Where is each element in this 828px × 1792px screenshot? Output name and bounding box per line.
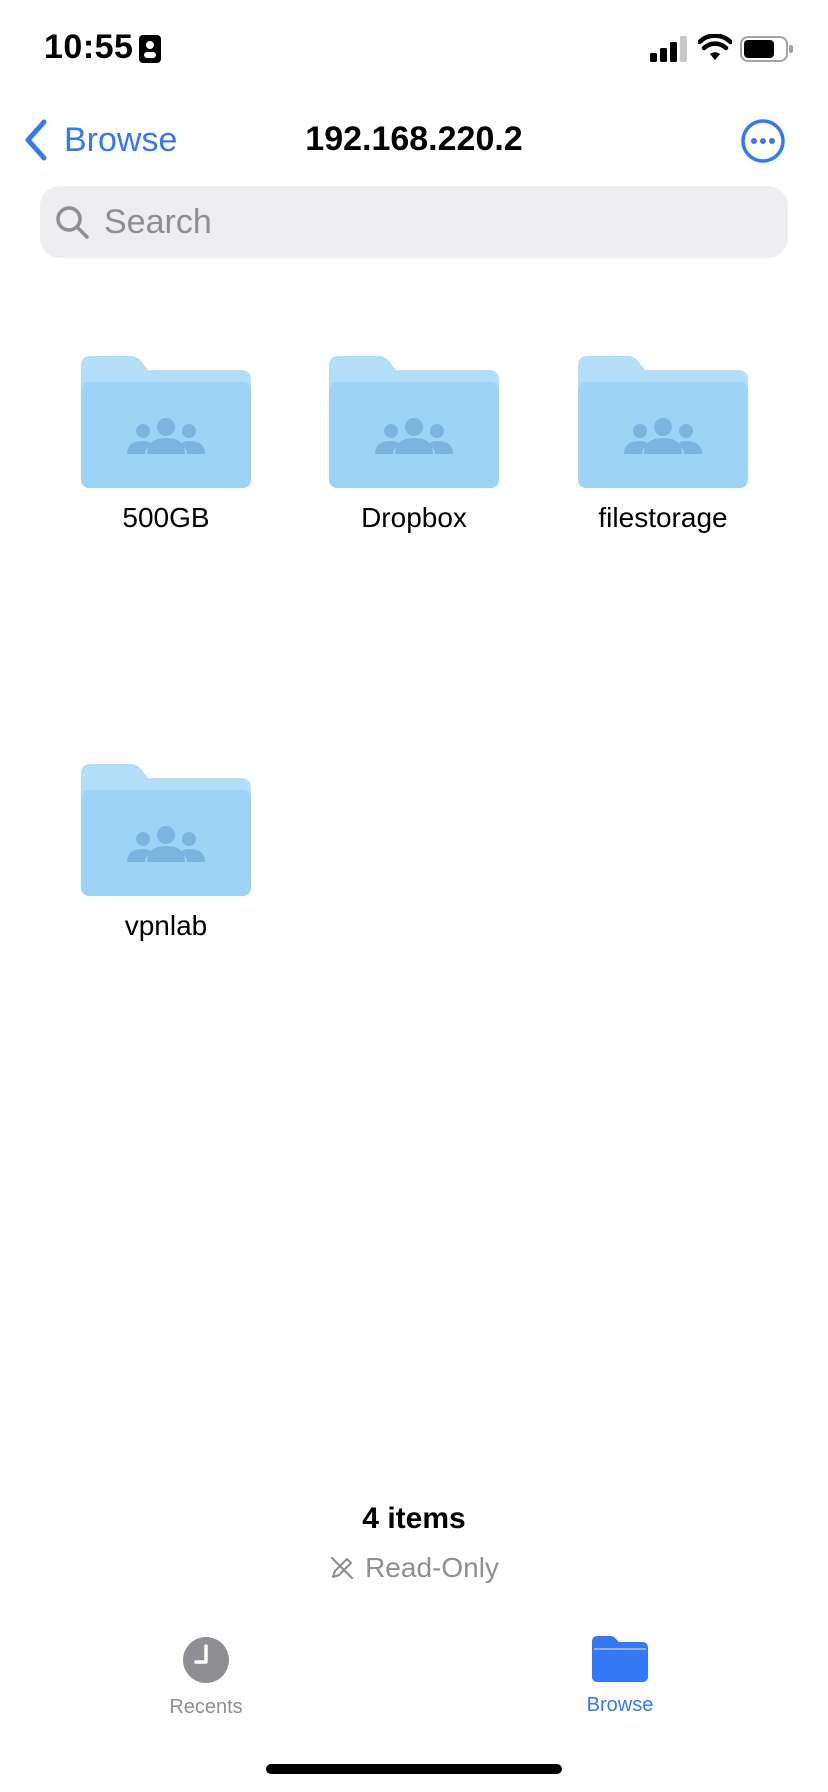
shared-folder-icon (578, 356, 748, 488)
folder-icon (41, 356, 291, 488)
folder-icon (592, 1636, 648, 1682)
tab-browse[interactable]: Browse (520, 1636, 720, 1717)
shared-folder-icon (81, 356, 251, 488)
tab-browse-label: Browse (586, 1694, 654, 1716)
folder-item-filestorage[interactable]: filestorage (538, 356, 788, 534)
folder-label: 500GB (122, 502, 210, 533)
shared-folder-icon (329, 356, 499, 488)
search-icon (56, 206, 89, 239)
folder-item-500gb[interactable]: 500GB (41, 356, 291, 534)
tab-recents-label: Recents (169, 1696, 243, 1718)
search-field[interactable] (40, 186, 788, 258)
home-indicator (266, 1764, 562, 1774)
tab-recents[interactable]: Recents (106, 1636, 306, 1719)
battery-icon (740, 36, 793, 62)
folder-icon (289, 356, 539, 488)
cellular-signal-icon (650, 36, 687, 62)
contact-card-icon (139, 35, 161, 63)
navigation-bar: Browse 192.168.220.2 (0, 100, 828, 188)
status-time: 10:55 (44, 28, 134, 66)
folder-label: vpnlab (124, 910, 208, 941)
folder-item-dropbox[interactable]: Dropbox (289, 356, 539, 534)
folder-icon (538, 356, 788, 488)
folder-item-vpnlab[interactable]: vpnlab (41, 764, 291, 942)
search-input[interactable] (102, 191, 726, 253)
status-bar: 10:55 (0, 0, 828, 100)
pencil-slash-icon (330, 1556, 354, 1580)
clock-icon (183, 1637, 229, 1683)
wifi-icon (698, 34, 732, 60)
read-only-label: Read-Only (365, 1552, 499, 1583)
item-count: 4 items (362, 1502, 466, 1535)
read-only-status: Read-Only (0, 1552, 828, 1584)
back-button-label: Browse (64, 120, 178, 159)
folder-label: filestorage (598, 502, 728, 533)
folder-icon (41, 764, 291, 896)
shared-folder-icon (81, 764, 251, 896)
back-button[interactable]: Browse (22, 118, 177, 162)
more-options-icon[interactable] (740, 118, 786, 164)
folder-label: Dropbox (361, 502, 467, 533)
chevron-left-icon (25, 119, 47, 161)
